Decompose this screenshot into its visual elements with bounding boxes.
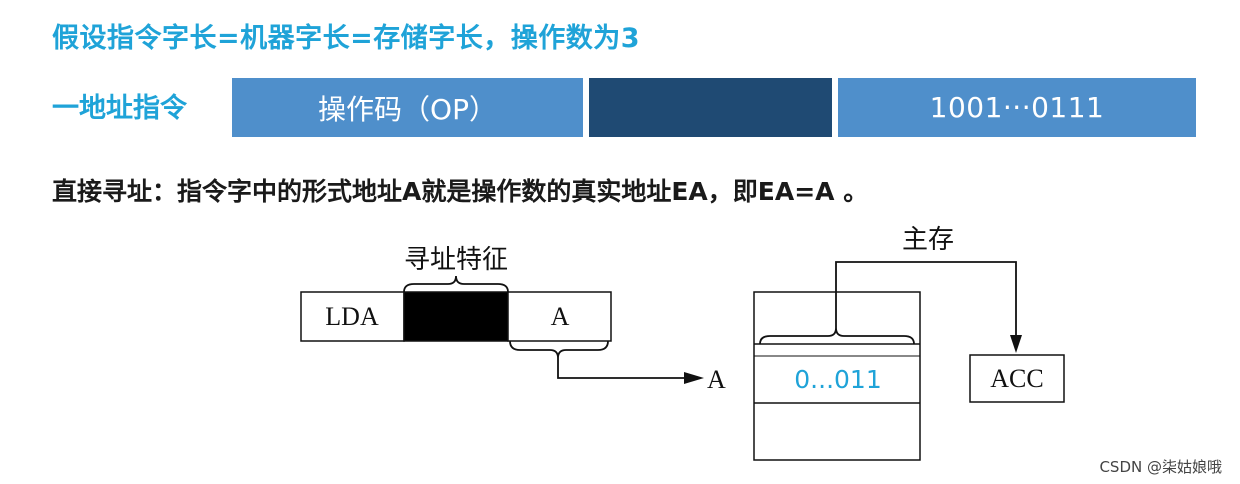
address-arrow-line (557, 358, 690, 379)
main-memory-box (753, 291, 921, 461)
instruction-address-text: A (551, 302, 570, 331)
addressing-mode-field (589, 78, 832, 137)
instruction-format-label: 一地址指令 (52, 93, 187, 124)
memory-to-acc-line (835, 261, 1017, 340)
instruction-address-cell (507, 291, 612, 342)
memory-to-acc-arrowhead (1010, 335, 1022, 353)
pointer-label-a: A (707, 365, 726, 394)
accumulator-label: ACC (990, 364, 1043, 393)
address-arrow-head (684, 372, 704, 384)
opcode-field: 操作码（OP） (232, 78, 583, 137)
addressing-feature-label: 寻址特征 (404, 245, 508, 275)
address-field-brace (509, 340, 609, 359)
memory-cell-value: 0...011 (794, 365, 881, 394)
watermark: CSDN @柒姑娘哦 (1099, 458, 1222, 476)
main-memory-label: 主存 (902, 225, 954, 255)
instruction-opcode-cell (300, 291, 405, 342)
direct-addressing-description: 直接寻址：指令字中的形式地址A就是操作数的真实地址EA，即EA=A 。 (52, 177, 869, 206)
addressing-feature-brace (403, 275, 509, 293)
instruction-opcode-text: LDA (325, 302, 379, 331)
accumulator-box (969, 354, 1065, 403)
page-heading: 假设指令字长=机器字长=存储字长，操作数为3 (52, 23, 641, 54)
address-field: 1001···0111 (838, 78, 1196, 137)
instruction-mode-cell (403, 291, 509, 342)
